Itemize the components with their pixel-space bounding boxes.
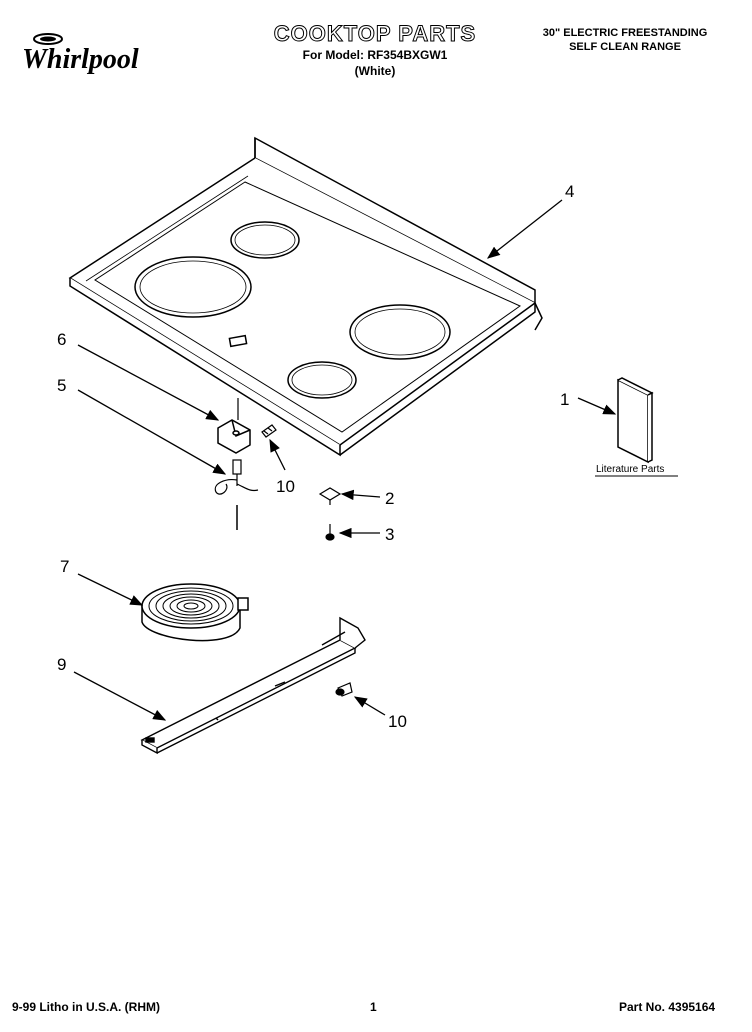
bracket-screw: [335, 682, 353, 697]
leader-1: [577, 397, 617, 415]
callout-10-top: 10: [276, 477, 295, 496]
burner-rear-right: [349, 304, 451, 360]
mounting-screw: [325, 524, 335, 541]
terminal-screw: [261, 424, 277, 438]
print-info: 9-99 Litho in U.S.A. (RHM): [12, 1000, 160, 1014]
callout-4: 4: [565, 182, 574, 201]
leader-10b: [353, 696, 386, 716]
literature-label: Literature Parts: [596, 464, 664, 475]
burner-rear-left: [230, 221, 300, 259]
page-number: 1: [370, 1000, 377, 1014]
model-color: (White): [354, 64, 396, 78]
part-number: Part No. 4395164: [619, 1000, 716, 1014]
callout-10-bottom: 10: [388, 712, 407, 731]
product-description: 30" ELECTRIC FREESTANDING SELF CLEAN RAN…: [530, 26, 720, 54]
leader-10a: [269, 438, 286, 471]
terminal-block: [217, 398, 251, 454]
model-number: For Model: RF354BXGW1: [302, 48, 448, 62]
leader-9: [73, 671, 167, 721]
cooktop-main-top: [68, 136, 543, 457]
hot-surface-indicator: [228, 334, 248, 348]
description-line-2: SELF CLEAN RANGE: [569, 41, 681, 53]
leader-lines: [73, 199, 617, 721]
mounting-clip: [318, 487, 342, 505]
leader-2: [340, 489, 381, 501]
element-support-bracket: [140, 616, 366, 755]
callout-9: 9: [57, 655, 66, 674]
brand-wordmark: Whirlpool: [22, 44, 139, 75]
description-line-1: 30" ELECTRIC FREESTANDING: [542, 27, 708, 39]
wire-harness: [214, 459, 259, 530]
leader-4: [486, 199, 563, 259]
burner-front-left: [134, 256, 252, 318]
surface-element: [141, 583, 249, 642]
burner-front-right: [287, 361, 357, 399]
whirlpool-logo: Whirlpool: [22, 33, 139, 75]
literature-parts: [617, 377, 654, 464]
page-title: COOKTOP PARTS: [273, 21, 477, 46]
leader-5: [77, 389, 227, 475]
callout-3: 3: [385, 525, 394, 544]
callout-5: 5: [57, 376, 66, 395]
leader-6: [77, 344, 220, 421]
callout-1: 1: [560, 390, 569, 409]
callout-6: 6: [57, 330, 66, 349]
leader-7: [77, 573, 144, 606]
callout-7: 7: [60, 557, 69, 576]
callout-2: 2: [385, 489, 394, 508]
